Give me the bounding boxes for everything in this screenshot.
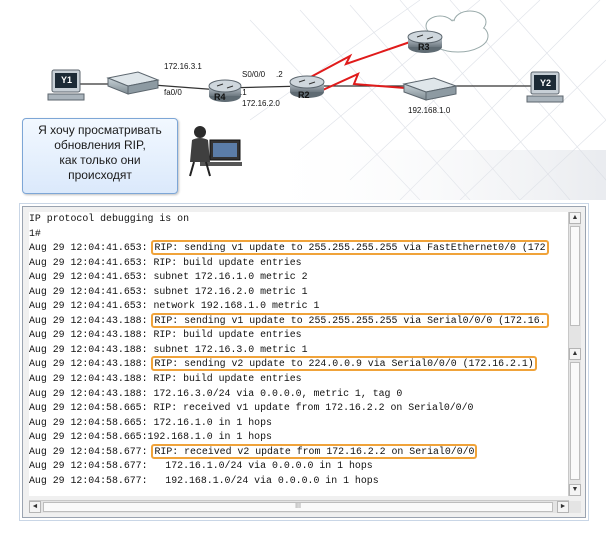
highlighted-rip-message: RIP: sending v1 update to 255.255.255.25…	[151, 240, 549, 256]
highlighted-rip-message: RIP: sending v2 update to 224.0.0.9 via …	[151, 356, 537, 372]
speech-callout: Я хочу просматривать обновления RIP, как…	[22, 118, 178, 194]
label-172-16-3-1: 172.16.3.1	[164, 62, 202, 71]
log-text: Aug 29 12:04:58.665:192.168.1.0 in 1 hop…	[29, 431, 272, 443]
log-text: Aug 29 12:04:58.677: 192.168.1.0/24 via …	[29, 474, 379, 486]
device-label-y1: Y1	[61, 75, 73, 85]
callout-line: Я хочу просматривать	[38, 123, 162, 137]
log-line: Aug 29 12:04:43.188: RIP: build update e…	[29, 372, 569, 387]
log-text: Aug 29 12:04:58.677: 172.16.1.0/24 via 0…	[29, 460, 373, 472]
highlighted-rip-message: RIP: received v2 update from 172.16.2.2 …	[151, 443, 478, 459]
log-text: Aug 29 12:04:43.188: RIP: build update e…	[29, 373, 302, 385]
label-fa0-0: fa0/0	[164, 88, 182, 97]
router-r3-icon	[407, 30, 443, 53]
router-r4-icon	[208, 79, 242, 102]
vertical-scrollbar[interactable]: ▲ ▲ ▼	[568, 212, 581, 496]
log-text: Aug 29 12:04:43.188:	[29, 314, 148, 326]
log-line: IP protocol debugging is on	[29, 212, 569, 227]
technician-icon	[189, 126, 242, 177]
log-line: Aug 29 12:04:58.665: 172.16.1.0 in 1 hop…	[29, 416, 569, 431]
log-line: Aug 29 12:04:58.677: 172.16.1.0/24 via 0…	[29, 459, 569, 474]
horizontal-scroll-thumb[interactable]: III	[43, 502, 553, 512]
pc-y1-icon	[47, 69, 85, 101]
topology-diagram	[47, 0, 606, 200]
log-text: IP protocol debugging is on	[29, 213, 190, 224]
log-line: Aug 29 12:04:43.188: RIP: sending v2 upd…	[29, 356, 569, 372]
callout-line: обновления RIP,	[54, 138, 146, 152]
pc-y2-icon	[526, 71, 564, 103]
callout-line: происходят	[68, 168, 132, 182]
label-dot2: .2	[276, 70, 283, 79]
device-label-r2: R2	[298, 90, 310, 100]
scroll-down-button[interactable]: ▼	[569, 484, 581, 496]
switch-1-icon	[106, 71, 160, 95]
log-line: Aug 29 12:04:43.188: RIP: sending v1 upd…	[29, 312, 569, 329]
log-text: Aug 29 12:04:41.653: subnet 172.16.2.0 m…	[29, 285, 308, 297]
log-text: 1#	[29, 227, 41, 239]
device-label-r3: R3	[418, 42, 430, 52]
log-text: Aug 29 12:04:41.653: RIP: build update e…	[29, 256, 302, 268]
network-topology: Y1 Y2 R4 R2 R3 172.16.3.1 fa0/0 S0/0/0 .…	[0, 0, 606, 200]
scroll-left-button[interactable]: ◄	[29, 501, 41, 513]
log-text: Aug 29 12:04:43.188: RIP: build update e…	[29, 329, 302, 341]
log-text: Aug 29 12:04:58.677:	[29, 445, 148, 457]
label-172-16-2-0: 172.16.2.0	[242, 99, 280, 108]
router-r2-icon	[289, 75, 325, 98]
log-line: Aug 29 12:04:43.188: subnet 172.16.3.0 m…	[29, 343, 569, 358]
log-line: Aug 29 12:04:41.653: subnet 172.16.1.0 m…	[29, 270, 569, 285]
scroll-thumb-bottom[interactable]	[570, 362, 580, 480]
switch-2-icon	[402, 77, 458, 101]
log-text: Aug 29 12:04:43.188: 172.16.3.0/24 via 0…	[29, 387, 403, 399]
device-label-r4: R4	[214, 92, 226, 102]
log-text: Aug 29 12:04:58.665: 172.16.1.0 in 1 hop…	[29, 416, 272, 428]
log-text: Aug 29 12:04:43.188:	[29, 358, 148, 370]
log-line: 1#	[29, 227, 569, 242]
serial-link-r2-r4	[313, 72, 406, 95]
log-text: Aug 29 12:04:43.188: subnet 172.16.3.0 m…	[29, 343, 308, 355]
label-s0-0-0: S0/0/0	[242, 70, 266, 79]
horizontal-scrollbar[interactable]: ◄ III ►	[29, 500, 569, 513]
callout-line: как только они	[59, 153, 141, 167]
device-label-y2: Y2	[540, 78, 552, 88]
log-line: Aug 29 12:04:58.677: RIP: received v2 up…	[29, 443, 569, 460]
log-line: Aug 29 12:04:58.665: RIP: received v1 up…	[29, 401, 569, 416]
log-line: Aug 29 12:04:43.188: RIP: build update e…	[29, 328, 569, 343]
scroll-up-button[interactable]: ▲	[569, 212, 581, 224]
log-line: Aug 29 12:04:41.653: RIP: build update e…	[29, 256, 569, 271]
log-text: Aug 29 12:04:41.653: network 192.168.1.0…	[29, 300, 320, 312]
log-line: Aug 29 12:04:58.677: 192.168.1.0/24 via …	[29, 474, 569, 489]
log-text: Aug 29 12:04:41.653: subnet 172.16.1.0 m…	[29, 271, 308, 283]
label-192-168-1-0: 192.168.1.0	[408, 106, 451, 115]
log-line: Aug 29 12:04:41.653: RIP: sending v1 upd…	[29, 240, 569, 256]
log-text: Aug 29 12:04:41.653:	[29, 242, 148, 254]
cloud-icon	[425, 10, 489, 53]
scroll-right-button[interactable]: ►	[557, 501, 569, 513]
log-line: Aug 29 12:04:41.653: subnet 172.16.2.0 m…	[29, 285, 569, 300]
log-line: Aug 29 12:04:41.653: network 192.168.1.0…	[29, 299, 569, 314]
log-text: Aug 29 12:04:58.665: RIP: received v1 up…	[29, 402, 474, 414]
highlighted-rip-message: RIP: sending v1 update to 255.255.255.25…	[151, 312, 549, 328]
log-line: Aug 29 12:04:43.188: 172.16.3.0/24 via 0…	[29, 387, 569, 402]
scroll-split-button[interactable]: ▲	[569, 348, 581, 360]
serial-link-r2-r3	[304, 41, 411, 81]
scrollbar-corner	[569, 501, 581, 513]
label-dot1: .1	[240, 88, 247, 97]
log-line: Aug 29 12:04:58.665:192.168.1.0 in 1 hop…	[29, 430, 569, 445]
scroll-thumb-top[interactable]	[570, 226, 580, 326]
